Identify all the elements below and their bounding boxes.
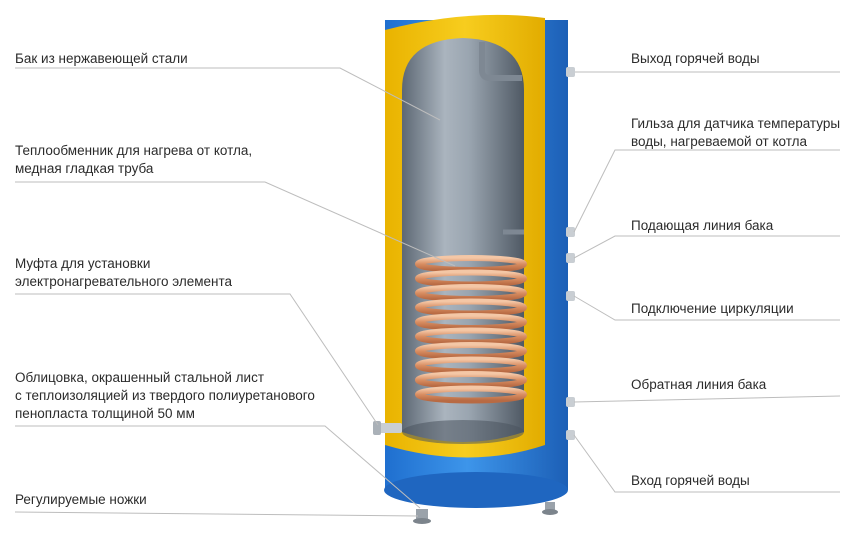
label-tank-supply: Подающая линия бака bbox=[631, 217, 773, 235]
label-tank: Бак из нержавеющей стали bbox=[15, 50, 188, 68]
label-heat-exchanger: Теплообменник для нагрева от котла, медн… bbox=[15, 142, 252, 178]
label-line: Регулируемые ножки bbox=[15, 492, 147, 507]
adjustable-feet bbox=[413, 502, 558, 524]
leader-line bbox=[15, 293, 379, 426]
leader-line bbox=[573, 235, 840, 259]
label-line: Подключение циркуляции bbox=[631, 301, 794, 316]
label-feet: Регулируемые ножки bbox=[15, 491, 147, 509]
element-socket-fitting bbox=[373, 421, 402, 435]
label-line: воды, нагреваемой от котла bbox=[631, 134, 808, 149]
connection-fitting bbox=[566, 253, 575, 263]
label-line: Выход горячей воды bbox=[631, 51, 760, 66]
label-circulation: Подключение циркуляции bbox=[631, 300, 794, 318]
label-line: Обратная линия бака bbox=[631, 377, 767, 392]
label-hot-water-outlet: Выход горячей воды bbox=[631, 50, 760, 68]
connection-fitting bbox=[566, 67, 575, 77]
label-line: Теплообменник для нагрева от котла, bbox=[15, 143, 253, 158]
leader-line bbox=[573, 395, 841, 403]
leader-line bbox=[15, 425, 421, 509]
label-line: Муфта для установки bbox=[15, 256, 151, 271]
leader-line bbox=[15, 67, 441, 121]
connection-fitting bbox=[566, 227, 575, 237]
label-line: Облицовка, окрашенный стальной лист bbox=[15, 370, 264, 385]
label-line: медная гладкая труба bbox=[15, 161, 154, 176]
leader-line bbox=[573, 434, 840, 493]
label-element-socket: Муфта для установки электронагревательно… bbox=[15, 255, 232, 291]
leader-line bbox=[573, 149, 840, 233]
copper-coil bbox=[415, 255, 527, 404]
label-line: Вход горячей воды bbox=[631, 473, 750, 488]
label-line: Гильза для датчика температуры bbox=[631, 116, 841, 131]
label-line: пенопласта толщиной 50 мм bbox=[15, 406, 195, 421]
label-line: электронагревательного элемента bbox=[15, 274, 232, 289]
label-line: Подающая линия бака bbox=[631, 218, 774, 233]
label-line: Бак из нержавеющей стали bbox=[15, 51, 188, 66]
label-hot-water-inlet: Вход горячей воды bbox=[631, 472, 750, 490]
label-line: с теплоизоляцией из твердого полиуретано… bbox=[15, 388, 315, 403]
connection-fitting bbox=[566, 291, 575, 301]
leader-line bbox=[15, 181, 456, 267]
label-casing: Облицовка, окрашенный стальной лист с те… bbox=[15, 369, 315, 423]
coil-turn bbox=[415, 385, 527, 404]
connections bbox=[566, 67, 575, 440]
label-sensor-sleeve: Гильза для датчика температуры воды, наг… bbox=[631, 115, 840, 151]
leader-lines bbox=[14, 67, 841, 517]
connection-fitting bbox=[566, 397, 575, 407]
label-tank-return: Обратная линия бака bbox=[631, 376, 766, 394]
connection-fitting bbox=[566, 430, 575, 440]
leader-line bbox=[14, 511, 419, 517]
leader-line bbox=[573, 295, 840, 321]
